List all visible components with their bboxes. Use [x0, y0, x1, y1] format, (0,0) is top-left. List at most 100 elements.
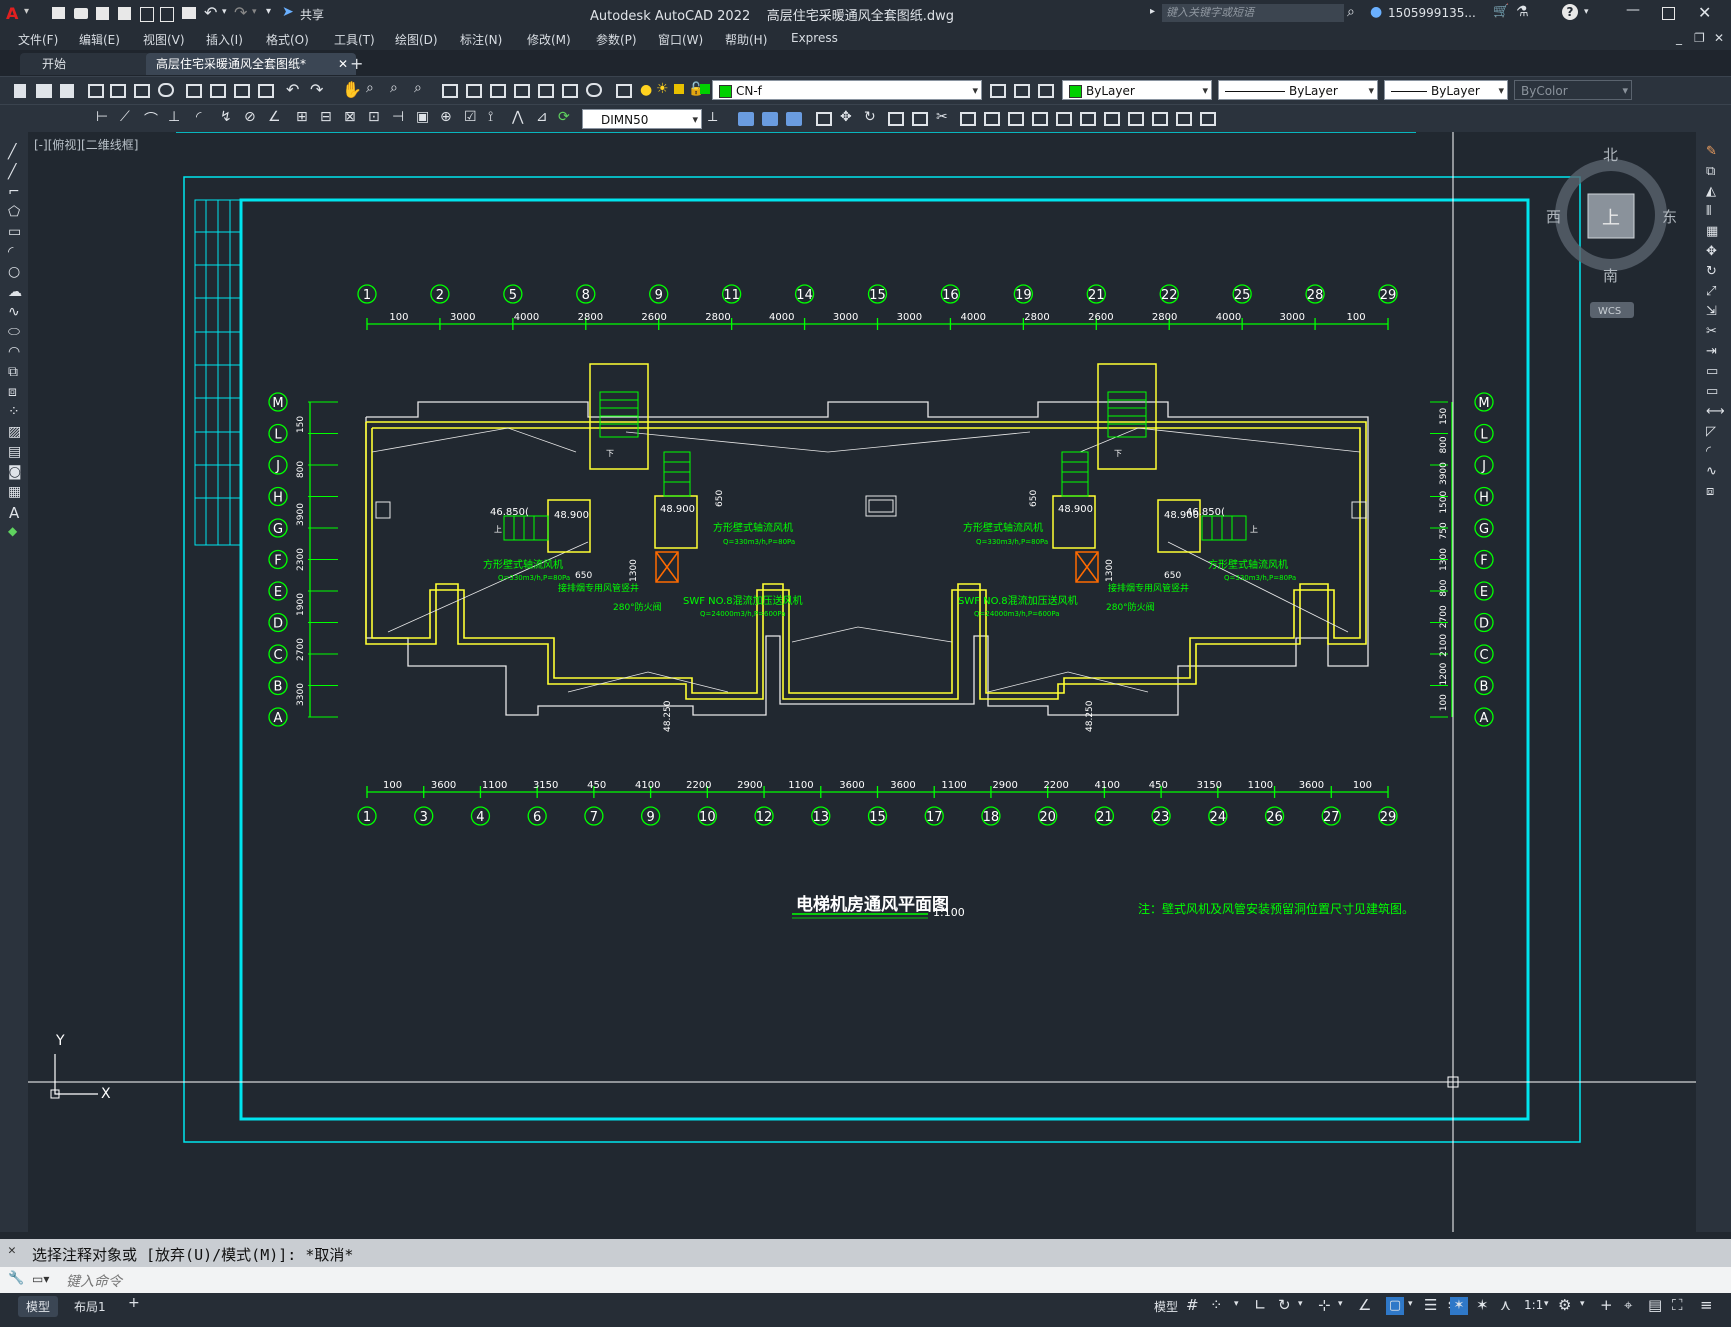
- isodraft-chevron-icon[interactable]: ▾: [1338, 1299, 1343, 1309]
- tool-dimspace-icon[interactable]: ⊡: [368, 109, 380, 125]
- command-input[interactable]: 键入命令: [66, 1274, 122, 1290]
- tool-help-icon[interactable]: [586, 83, 602, 97]
- tool-sheetset-icon[interactable]: [514, 84, 530, 98]
- help-chevron-icon[interactable]: ▾: [1584, 7, 1589, 17]
- tool-inspect-icon[interactable]: ☑: [464, 109, 477, 125]
- tool-jogline-icon[interactable]: ⟟: [488, 109, 494, 125]
- tool-qdim-icon[interactable]: ⊞: [296, 109, 308, 125]
- command-customize-icon[interactable]: 🔧: [8, 1271, 25, 1286]
- tool-matchprop-icon[interactable]: [258, 84, 274, 98]
- tool-insert-icon[interactable]: [1104, 112, 1120, 126]
- menu-window[interactable]: 窗口(W): [658, 33, 704, 47]
- tool-dimangular-icon[interactable]: ∠: [268, 109, 281, 125]
- color-dropdown[interactable]: ByLayer: [1062, 80, 1212, 101]
- viewcube-east[interactable]: 东: [1662, 208, 1677, 226]
- menu-help[interactable]: 帮助(H): [725, 33, 768, 47]
- redo-icon[interactable]: ↷: [234, 3, 248, 22]
- tool-chamfer-icon[interactable]: [1032, 112, 1048, 126]
- workspace-gear-icon[interactable]: ⚙: [1558, 1296, 1572, 1314]
- scale-chevron-icon[interactable]: ▾: [1544, 1299, 1549, 1309]
- quick-print-icon[interactable]: [182, 7, 196, 19]
- plotstyle-dropdown[interactable]: ByColor: [1514, 80, 1632, 101]
- tool-rotate-icon[interactable]: ↻: [864, 109, 876, 125]
- tool-mirror-icon[interactable]: [762, 112, 778, 126]
- modify-fillet-icon[interactable]: ◜: [1706, 444, 1712, 459]
- linetype-dropdown[interactable]: ByLayer: [1218, 80, 1378, 101]
- grid-icon[interactable]: #: [1186, 1296, 1199, 1314]
- tool-undo-icon[interactable]: ↶: [286, 80, 300, 99]
- layout-tab-layout1[interactable]: 布局1: [74, 1300, 106, 1314]
- tool-publish-icon[interactable]: [134, 84, 150, 98]
- draw-ellipse-arc-icon[interactable]: ◠: [8, 344, 21, 360]
- tool-xref-icon[interactable]: [1176, 112, 1192, 126]
- quick-saveweb-icon[interactable]: [160, 7, 174, 22]
- tool-designcenter-icon[interactable]: [466, 84, 482, 98]
- annotation-scale-icon[interactable]: ⋏: [1500, 1296, 1511, 1314]
- modify-break-icon[interactable]: ▭: [1706, 384, 1719, 399]
- tool-cut-icon[interactable]: [186, 84, 202, 98]
- user-account[interactable]: 1505999135...: [1388, 6, 1476, 20]
- draw-table-icon[interactable]: ▦: [8, 484, 22, 500]
- polar-icon[interactable]: ↻: [1278, 1296, 1291, 1314]
- customization-icon[interactable]: ≡: [1700, 1296, 1713, 1314]
- modify-scale-icon[interactable]: ⤢: [1706, 284, 1717, 299]
- tool-dimlinear-icon[interactable]: ⊢: [96, 109, 109, 125]
- tool-join-icon[interactable]: [1008, 112, 1024, 126]
- tool-dimaligned-icon[interactable]: ⟋: [120, 109, 130, 125]
- command-prompt-icon[interactable]: ▭▾: [32, 1272, 50, 1286]
- tool-dimordinate-icon[interactable]: ⊥: [168, 109, 181, 125]
- tab-close-icon[interactable]: ✕: [337, 57, 348, 71]
- modify-offset-icon[interactable]: ⫴: [1706, 204, 1712, 219]
- doc-restore-icon[interactable]: ❐: [1694, 31, 1705, 45]
- tool-3dprint-icon[interactable]: [158, 83, 174, 97]
- quick-open-icon[interactable]: [74, 8, 88, 19]
- layer-swatch-green-icon[interactable]: [700, 84, 710, 94]
- dimstyle-dropdown[interactable]: DIMN50: [582, 109, 702, 130]
- tool-centermark-icon[interactable]: ⊕: [440, 109, 452, 125]
- modify-extend-icon[interactable]: ⇥: [1706, 344, 1717, 359]
- draw-point-icon[interactable]: ⁘: [8, 404, 20, 420]
- lineweight-display-icon[interactable]: ☰: [1424, 1296, 1438, 1314]
- viewcube-south[interactable]: 南: [1603, 267, 1618, 285]
- tab-drawing[interactable]: 高层住宅采暖通风全套图纸* ✕: [146, 53, 356, 75]
- search-expand-icon[interactable]: ▸: [1150, 6, 1156, 17]
- tool-preview-icon[interactable]: [110, 84, 126, 98]
- tool-dimjogged-icon[interactable]: ↯: [220, 109, 232, 125]
- tool-new-icon[interactable]: [14, 84, 26, 98]
- maximize-icon[interactable]: [1662, 7, 1675, 20]
- annotation-visibility-icon[interactable]: ✶: [1450, 1297, 1468, 1315]
- undo-chevron-icon[interactable]: ▾: [222, 7, 227, 17]
- draw-circle-icon[interactable]: ○: [8, 264, 21, 280]
- modify-blend-icon[interactable]: ∿: [1706, 464, 1717, 479]
- tool-zoom-window-icon[interactable]: ⌕: [390, 80, 398, 96]
- new-layout-icon[interactable]: +: [128, 1295, 140, 1311]
- draw-revcloud-icon[interactable]: ☁: [8, 284, 22, 300]
- tool-dimbaseline-icon[interactable]: ⊟: [320, 109, 332, 125]
- annotation-scale-value[interactable]: 1:1: [1524, 1298, 1544, 1312]
- customize-quick-access-icon[interactable]: ▾: [266, 6, 272, 17]
- help-button[interactable]: ?: [1562, 4, 1578, 20]
- modify-stretch-icon[interactable]: ⇲: [1706, 304, 1717, 319]
- osnap-chevron-icon[interactable]: ▾: [1408, 1299, 1413, 1309]
- modify-trim-icon[interactable]: ✂: [1706, 324, 1717, 339]
- tool-calculator-icon[interactable]: [562, 84, 578, 98]
- viewcube[interactable]: 上 北 南 东 西 WCS: [1546, 146, 1677, 318]
- draw-polygon-icon[interactable]: ⬠: [8, 204, 21, 220]
- tool-dimarc-icon[interactable]: ⌒: [144, 112, 158, 128]
- layer-color-swatch-icon[interactable]: [674, 84, 684, 94]
- viewcube-face-top[interactable]: [1587, 193, 1635, 239]
- viewport-controls-label[interactable]: [-][俯视][二维线框]: [34, 138, 139, 152]
- tool-block-icon[interactable]: [1128, 112, 1144, 126]
- menu-insert[interactable]: 插入(I): [206, 33, 243, 47]
- tool-tolerance-icon[interactable]: ▣: [416, 109, 430, 125]
- osnap-icon[interactable]: ▢: [1386, 1297, 1404, 1315]
- wcs-menu[interactable]: [1590, 302, 1634, 318]
- ortho-icon[interactable]: ∟: [1254, 1296, 1267, 1314]
- tool-save-icon[interactable]: [60, 84, 74, 98]
- undo-icon[interactable]: ↶: [204, 3, 218, 22]
- command-close-icon[interactable]: ✕: [8, 1243, 16, 1258]
- tool-zoom-previous-icon[interactable]: ⌕: [414, 80, 422, 96]
- layout-tab-model[interactable]: 模型: [18, 1296, 59, 1317]
- tool-dimbreak-icon[interactable]: ⊣: [392, 109, 405, 125]
